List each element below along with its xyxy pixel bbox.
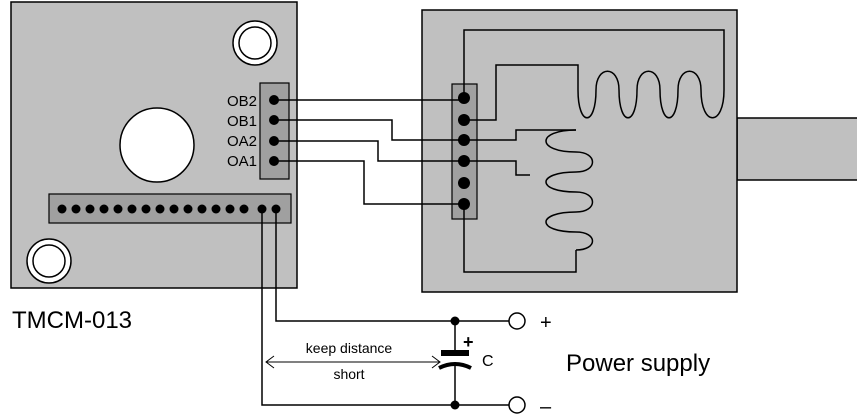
motor-internal-wiring (463, 29, 725, 273)
coil-vertical (545, 129, 594, 251)
pin-label-oa1: OA1 (227, 153, 257, 170)
motor-terminal-block (451, 83, 478, 220)
module-round-component (119, 107, 195, 183)
minus-symbol: – (540, 396, 552, 416)
power-wires (261, 209, 509, 406)
junction-plus (450, 316, 460, 326)
pin-label-ob2: OB2 (227, 93, 257, 110)
short-label: short (333, 366, 364, 382)
pin-label-ob1: OB1 (227, 113, 257, 130)
capacitor-polarity: + (463, 332, 474, 352)
module-name: TMCM-013 (12, 307, 132, 334)
mounting-hole-top-right (232, 20, 278, 66)
pin-label-oa2: OA2 (227, 133, 257, 150)
distance-arrow (265, 355, 441, 369)
coil-horizontal (577, 70, 725, 119)
note-background-2 (322, 366, 380, 382)
stepper-motor (421, 9, 857, 293)
capacitor-label: C (482, 353, 494, 370)
keep-distance-label: keep distance (306, 340, 393, 356)
power-supply-title: Power supply (566, 350, 710, 377)
terminal-minus[interactable] (508, 396, 526, 414)
header-pins (57, 204, 281, 214)
motor-wires (274, 99, 464, 205)
motor-shaft (736, 117, 857, 181)
capacitor: + (438, 332, 474, 370)
plus-symbol: + (540, 312, 552, 334)
junction-minus (450, 400, 460, 410)
mounting-hole-bottom-left (26, 238, 72, 284)
module-board: OB2 OB1 OA2 OA1 (10, 1, 298, 289)
terminal-plus[interactable] (508, 312, 526, 330)
note-background (284, 340, 414, 356)
